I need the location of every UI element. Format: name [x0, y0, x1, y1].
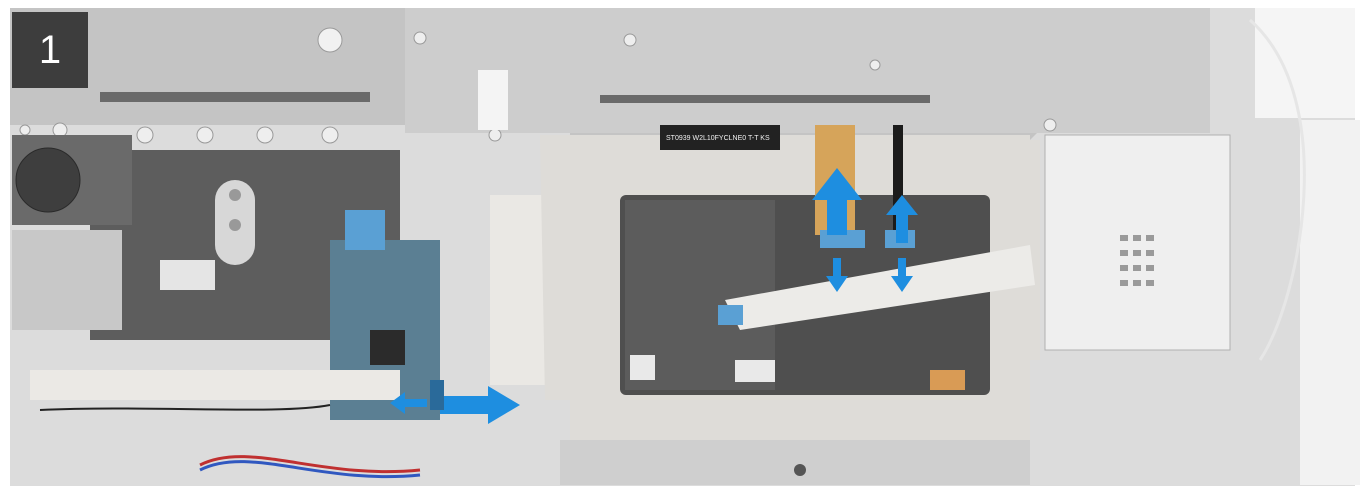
flex-cable-label: [660, 125, 780, 150]
screw: [488, 128, 502, 142]
white-tab: [478, 70, 508, 130]
arrow-down-small-icon: [891, 258, 913, 292]
wire-blue: [199, 460, 421, 479]
touchpad-sticker-2: [735, 360, 775, 382]
screw: [794, 464, 806, 476]
smart-card-reader: [1044, 134, 1231, 351]
white-ribbon: [725, 245, 1035, 330]
touchpad-flex-cable-2: [893, 125, 903, 245]
screw: [623, 33, 637, 47]
label-sticker: [160, 260, 215, 290]
flex-cable-print: ST0939 W2L10FYCLNE0 T-T KS: [666, 135, 770, 142]
keyboard-plate-right: [405, 8, 1210, 133]
screw: [19, 124, 31, 136]
flex-tape-vertical: [490, 195, 545, 385]
touchpad-orange-label: [930, 370, 965, 390]
arrow-left-small-icon: [390, 392, 427, 414]
wire-black: [39, 404, 331, 411]
right-edge: [1300, 120, 1360, 485]
screw: [256, 126, 274, 144]
antenna-cable: [1249, 18, 1306, 361]
arrow-right-large-icon: [440, 386, 520, 424]
chip: [370, 330, 405, 365]
screw: [1043, 118, 1057, 132]
wire-red: [199, 455, 421, 474]
arrow-up-large-icon: [812, 168, 862, 235]
screw: [869, 59, 881, 71]
coin-cell-battery: [15, 147, 81, 213]
card-reader-contacts: [1120, 235, 1154, 286]
screw: [196, 126, 214, 144]
screw: [413, 31, 427, 45]
bottom-strip: [560, 440, 1030, 485]
io-board: [12, 230, 122, 330]
arrow-up-small-icon: [886, 195, 918, 243]
cable-latch: [430, 380, 444, 410]
hinge-area: [1255, 8, 1355, 118]
plate-rib-1: [600, 95, 930, 103]
touchpad-sticker: [630, 355, 655, 380]
blue-connector: [345, 210, 385, 250]
screw: [321, 126, 339, 144]
plate-rib-2: [100, 92, 370, 102]
screw: [229, 219, 241, 231]
screw: [317, 27, 343, 53]
arrow-down-small-icon: [826, 258, 848, 292]
screw: [136, 126, 154, 144]
flex-tape-horizontal: [30, 370, 400, 400]
screw: [229, 189, 241, 201]
ribbon-connector: [718, 305, 743, 325]
screw: [52, 122, 68, 138]
step-number-badge: 1: [12, 12, 88, 88]
